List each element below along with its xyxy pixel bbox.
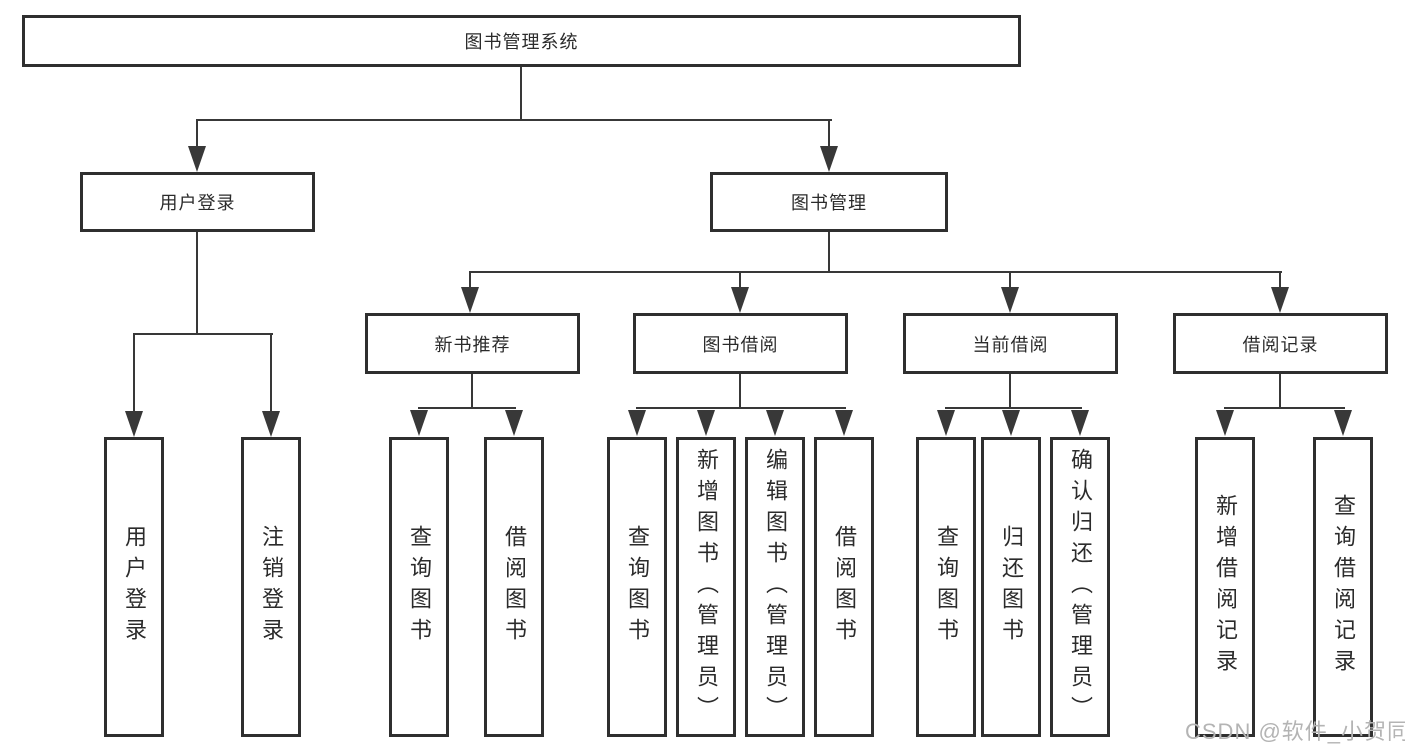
connector-line	[739, 273, 741, 289]
arrow-down-icon	[1216, 410, 1234, 436]
arrow-down-icon	[1271, 287, 1289, 313]
connector-line	[469, 273, 471, 289]
leaf-user-login-label: 用户登录	[122, 525, 147, 649]
connector-line	[636, 407, 846, 409]
arrow-down-icon	[820, 146, 838, 172]
node-current-borrow: 当前借阅	[903, 313, 1118, 374]
leaf-logout: 注销登录	[241, 437, 301, 737]
node-book-management-label: 图书管理	[791, 193, 867, 213]
arrow-down-icon	[835, 410, 853, 436]
node-borrow-records-label: 借阅记录	[1242, 334, 1319, 355]
arrow-down-icon	[937, 410, 955, 436]
arrow-down-icon	[262, 411, 280, 437]
arrow-down-icon	[410, 410, 428, 436]
connector-line	[133, 333, 273, 335]
node-new-book-recommend-label: 新书推荐	[434, 334, 511, 355]
leaf-borrow-query: 查询图书	[607, 437, 667, 737]
leaf-borrow-edit-admin: 编辑图书（管理员）	[745, 437, 805, 737]
node-current-borrow-label: 当前借阅	[972, 334, 1049, 355]
connector-line	[469, 271, 1282, 273]
connector-line	[196, 232, 198, 335]
node-new-book-recommend: 新书推荐	[365, 313, 580, 374]
leaf-newbooks-query: 查询图书	[389, 437, 449, 737]
leaf-records-query: 查询借阅记录	[1313, 437, 1373, 737]
leaf-newbooks-borrow-label: 借阅图书	[502, 525, 527, 649]
arrow-down-icon	[505, 410, 523, 436]
leaf-current-confirm-admin-label: 确认归还（管理员）	[1068, 447, 1093, 727]
arrow-down-icon	[1002, 410, 1020, 436]
connector-line	[196, 119, 832, 121]
leaf-current-query-label: 查询图书	[934, 525, 959, 649]
leaf-current-return: 归还图书	[981, 437, 1041, 737]
leaf-current-query: 查询图书	[916, 437, 976, 737]
connector-line	[520, 67, 522, 121]
connector-line	[471, 374, 473, 409]
connector-line	[1224, 407, 1345, 409]
leaf-borrow-add-admin-label: 新增图书（管理员）	[694, 447, 719, 727]
leaf-logout-label: 注销登录	[259, 525, 284, 649]
node-borrow-records: 借阅记录	[1173, 313, 1388, 374]
leaf-borrow-borrow-label: 借阅图书	[832, 525, 857, 649]
leaf-newbooks-query-label: 查询图书	[407, 525, 432, 649]
node-book-borrow: 图书借阅	[633, 313, 848, 374]
leaf-borrow-query-label: 查询图书	[625, 525, 650, 649]
connector-line	[945, 407, 1082, 409]
leaf-records-add: 新增借阅记录	[1195, 437, 1255, 737]
arrow-down-icon	[628, 410, 646, 436]
arrow-down-icon	[188, 146, 206, 172]
connector-line	[828, 232, 830, 273]
node-book-management: 图书管理	[710, 172, 948, 232]
arrow-down-icon	[1071, 410, 1089, 436]
csdn-watermark: CSDN @软件_小贺同学	[1185, 719, 1405, 744]
arrow-down-icon	[461, 287, 479, 313]
node-book-borrow-label: 图书借阅	[702, 334, 779, 355]
leaf-borrow-add-admin: 新增图书（管理员）	[676, 437, 736, 737]
node-user-login: 用户登录	[80, 172, 315, 232]
leaf-newbooks-borrow: 借阅图书	[484, 437, 544, 737]
connector-line	[133, 335, 135, 413]
connector-line	[1279, 374, 1281, 409]
connector-line	[739, 374, 741, 409]
connector-line	[270, 335, 272, 413]
connector-line	[196, 121, 198, 148]
connector-line	[1279, 273, 1281, 289]
connector-line	[1009, 273, 1011, 289]
arrow-down-icon	[125, 411, 143, 437]
connector-line	[418, 407, 516, 409]
connector-line	[828, 121, 830, 148]
node-root: 图书管理系统	[22, 15, 1021, 67]
arrow-down-icon	[766, 410, 784, 436]
arrow-down-icon	[1001, 287, 1019, 313]
leaf-user-login: 用户登录	[104, 437, 164, 737]
connector-line	[1009, 374, 1011, 409]
arrow-down-icon	[697, 410, 715, 436]
node-user-login-label: 用户登录	[159, 193, 236, 213]
node-root-label: 图书管理系统	[464, 32, 579, 52]
leaf-records-query-label: 查询借阅记录	[1331, 494, 1356, 680]
leaf-records-add-label: 新增借阅记录	[1213, 494, 1238, 680]
leaf-borrow-borrow: 借阅图书	[814, 437, 874, 737]
arrow-down-icon	[1334, 410, 1352, 436]
leaf-borrow-edit-admin-label: 编辑图书（管理员）	[763, 447, 788, 727]
arrow-down-icon	[731, 287, 749, 313]
leaf-current-confirm-admin: 确认归还（管理员）	[1050, 437, 1110, 737]
leaf-current-return-label: 归还图书	[999, 525, 1024, 649]
